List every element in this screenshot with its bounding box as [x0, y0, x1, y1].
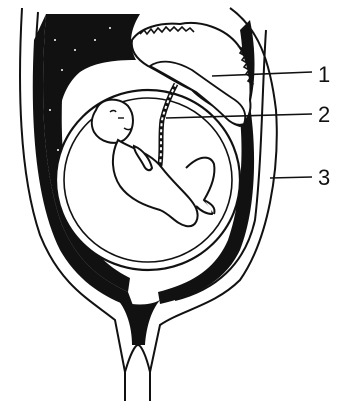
- cervix-plug: [118, 300, 160, 345]
- label-2: 2: [318, 104, 330, 126]
- leader-line-3: [270, 177, 312, 178]
- label-1: 1: [318, 64, 330, 86]
- cervix-canal: [125, 345, 150, 372]
- label-3: 3: [318, 167, 330, 189]
